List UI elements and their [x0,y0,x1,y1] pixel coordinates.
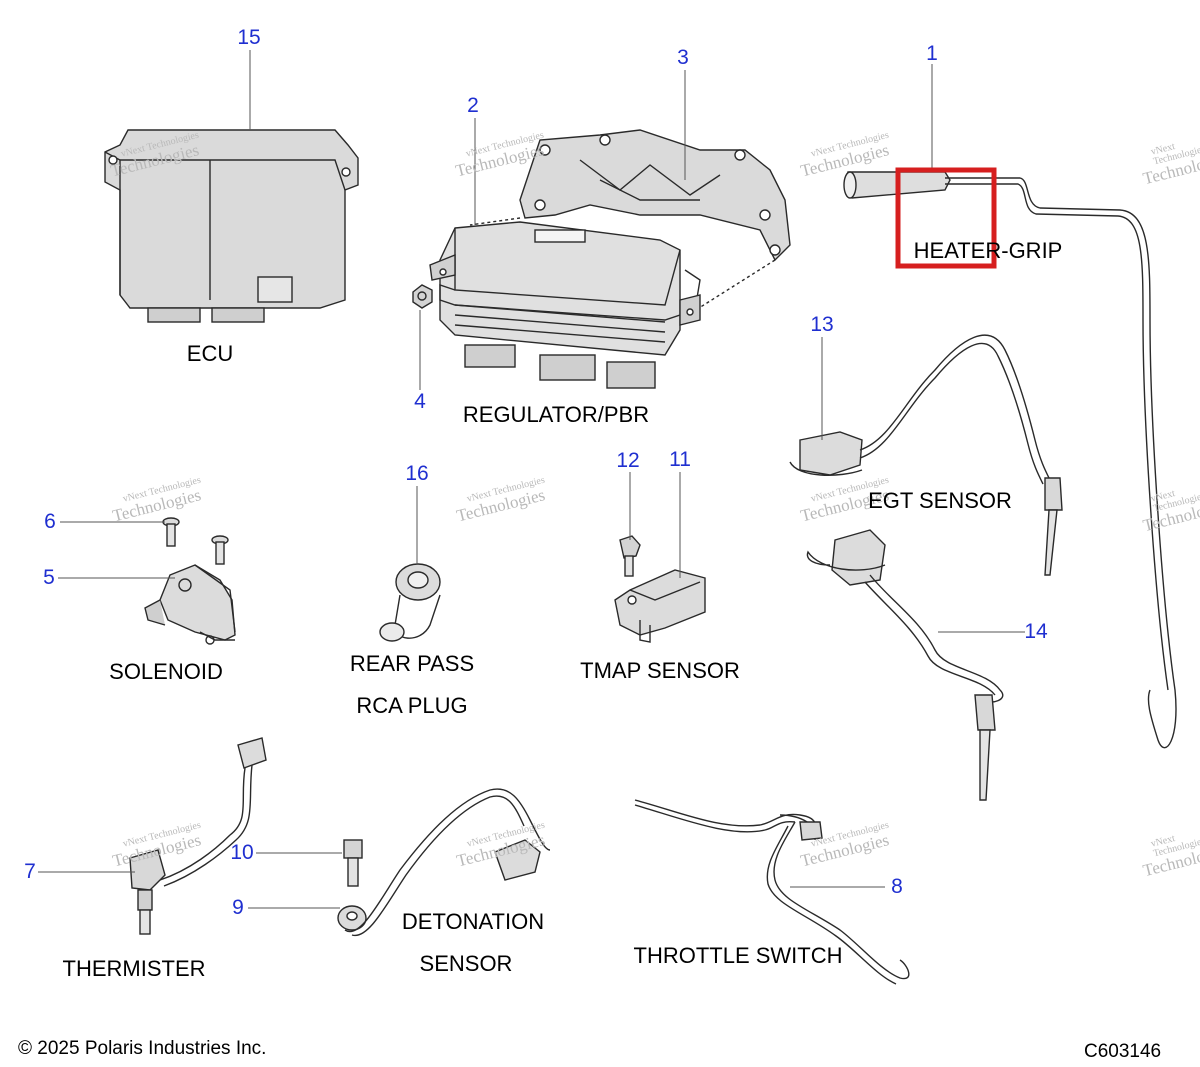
callout-10: 10 [230,841,254,864]
callout-1: 1 [926,42,938,65]
solenoid-part [144,564,236,645]
label-thermister: THERMISTER [62,956,206,981]
egt-sensor-part [789,334,1063,576]
callout-6: 6 [44,510,56,533]
highlight-box [895,167,997,269]
label-rear-pass: REAR PASS [349,651,475,676]
screw-part [162,517,229,565]
rca-plug-part [379,563,441,642]
callout-13: 13 [810,313,834,336]
label-regulator: REGULATOR/PBR [462,402,650,427]
regulator-part [429,221,701,389]
callout-12: 12 [616,449,640,472]
label-egt-sensor: EGT SENSOR [868,488,1012,513]
bolt-part [619,535,641,577]
copyright-text: © 2025 Polaris Industries Inc. [18,1038,267,1059]
label-detonation: DETONATION [401,909,545,934]
label-solenoid: SOLENOID [109,659,223,684]
nut-part [412,284,433,309]
label-throttle-switch: THROTTLE SWITCH [633,943,843,968]
label-heater-grip: HEATER-GRIP [913,238,1063,263]
diagram-code: C603146 [1084,1041,1162,1062]
callout-5: 5 [43,566,55,589]
ecu-part [104,129,359,323]
egt-sensor-2-part [806,529,1004,801]
tmap-sensor-part [614,569,706,643]
callout-3: 3 [677,46,689,69]
bracket-part [469,129,791,321]
label-rca-plug: RCA PLUG [356,693,468,718]
leader-lines [38,50,1025,909]
thermister-part [129,737,267,935]
callout-9: 9 [232,896,244,919]
throttle-switch-part [634,799,910,985]
callout-8: 8 [891,875,903,898]
callout-14: 14 [1024,620,1048,643]
label-tmap-sensor: TMAP SENSOR [580,658,740,683]
label-ecu: ECU [186,341,234,366]
bolt-10-part [343,839,363,887]
callout-11: 11 [669,448,691,471]
detonation-sensor-part [337,788,551,937]
label-sensor: SENSOR [419,951,513,976]
callout-2: 2 [467,94,479,117]
callout-15: 15 [237,26,261,49]
callout-16: 16 [405,462,429,485]
callout-7: 7 [24,860,36,883]
callout-4: 4 [414,390,426,413]
